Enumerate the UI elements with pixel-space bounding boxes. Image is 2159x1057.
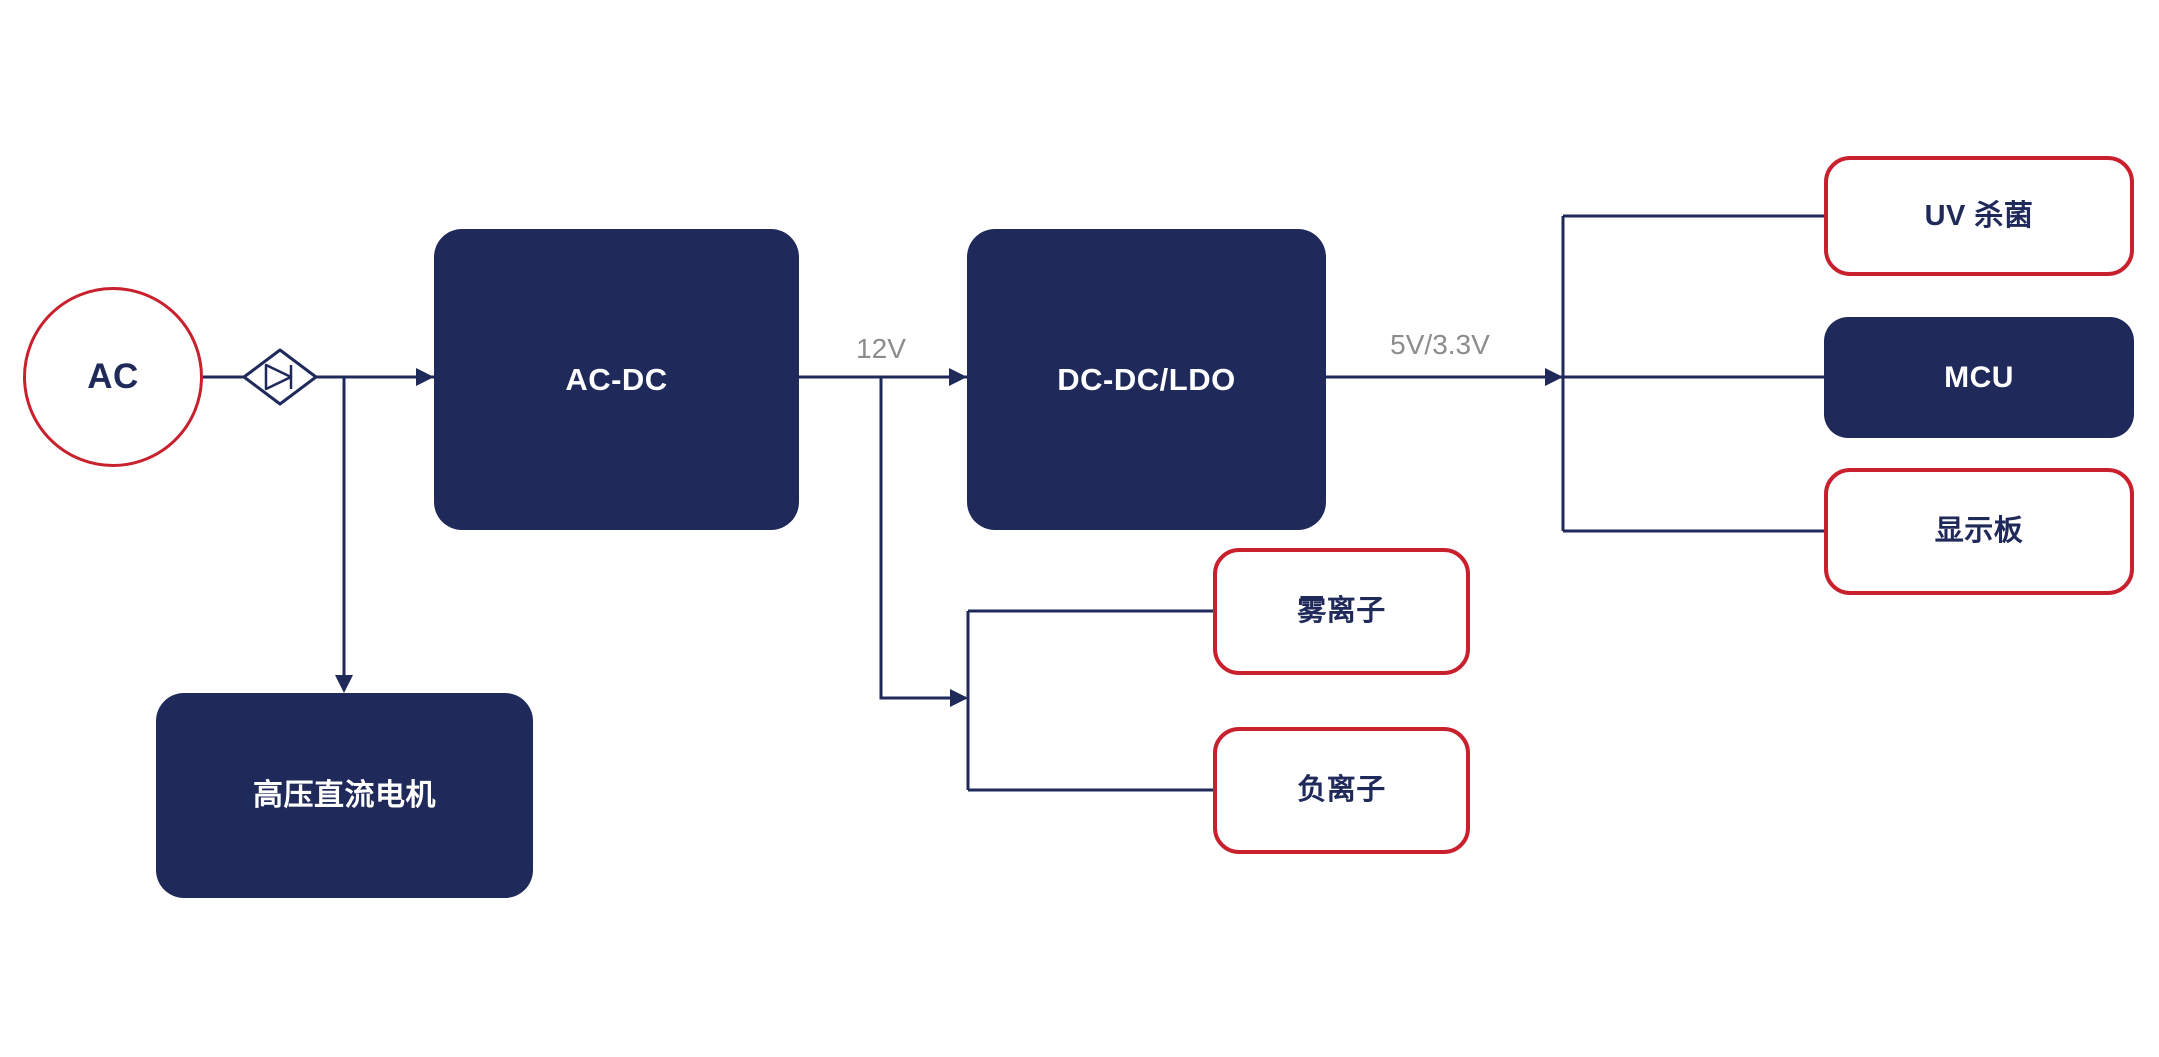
node-hv-dc-motor: 高压直流电机 bbox=[156, 693, 533, 898]
bridge-rectifier-icon bbox=[242, 348, 318, 406]
node-dc-dc-ldo: DC-DC/LDO bbox=[967, 229, 1326, 530]
edge-label-5v-3v3: 5V/3.3V bbox=[1390, 329, 1490, 360]
wire bbox=[879, 377, 966, 700]
arrowhead-icon bbox=[416, 368, 434, 386]
node-mcu: MCU bbox=[1824, 317, 2134, 438]
node-mist-ion: 雾离子 bbox=[1213, 548, 1470, 675]
edge-label-12v: 12V bbox=[856, 333, 906, 364]
node-ac: AC bbox=[23, 287, 203, 467]
node-uv-sterilization-label: UV 杀菌 bbox=[1924, 199, 2034, 232]
node-negative-ion-label: 负离子 bbox=[1297, 774, 1386, 807]
node-display-board: 显示板 bbox=[1824, 468, 2134, 595]
wires-group bbox=[203, 214, 1824, 792]
node-hv-dc-motor-label: 高压直流电机 bbox=[253, 778, 436, 812]
node-negative-ion: 负离子 bbox=[1213, 727, 1470, 854]
arrowhead-icon bbox=[1545, 368, 1563, 386]
arrowhead-icon bbox=[949, 368, 967, 386]
node-display-board-label: 显示板 bbox=[1934, 515, 2024, 548]
node-dc-dc-ldo-label: DC-DC/LDO bbox=[1057, 361, 1236, 397]
node-ac-dc: AC-DC bbox=[434, 229, 799, 530]
arrowhead-icon bbox=[335, 675, 353, 693]
node-mcu-label: MCU bbox=[1944, 360, 2014, 394]
arrowhead-icon bbox=[950, 689, 968, 707]
arrowheads-group bbox=[335, 368, 1563, 707]
node-uv-sterilization: UV 杀菌 bbox=[1824, 156, 2134, 276]
node-mist-ion-label: 雾离子 bbox=[1297, 595, 1386, 628]
node-ac-label: AC bbox=[87, 357, 139, 396]
node-ac-dc-label: AC-DC bbox=[565, 361, 668, 397]
